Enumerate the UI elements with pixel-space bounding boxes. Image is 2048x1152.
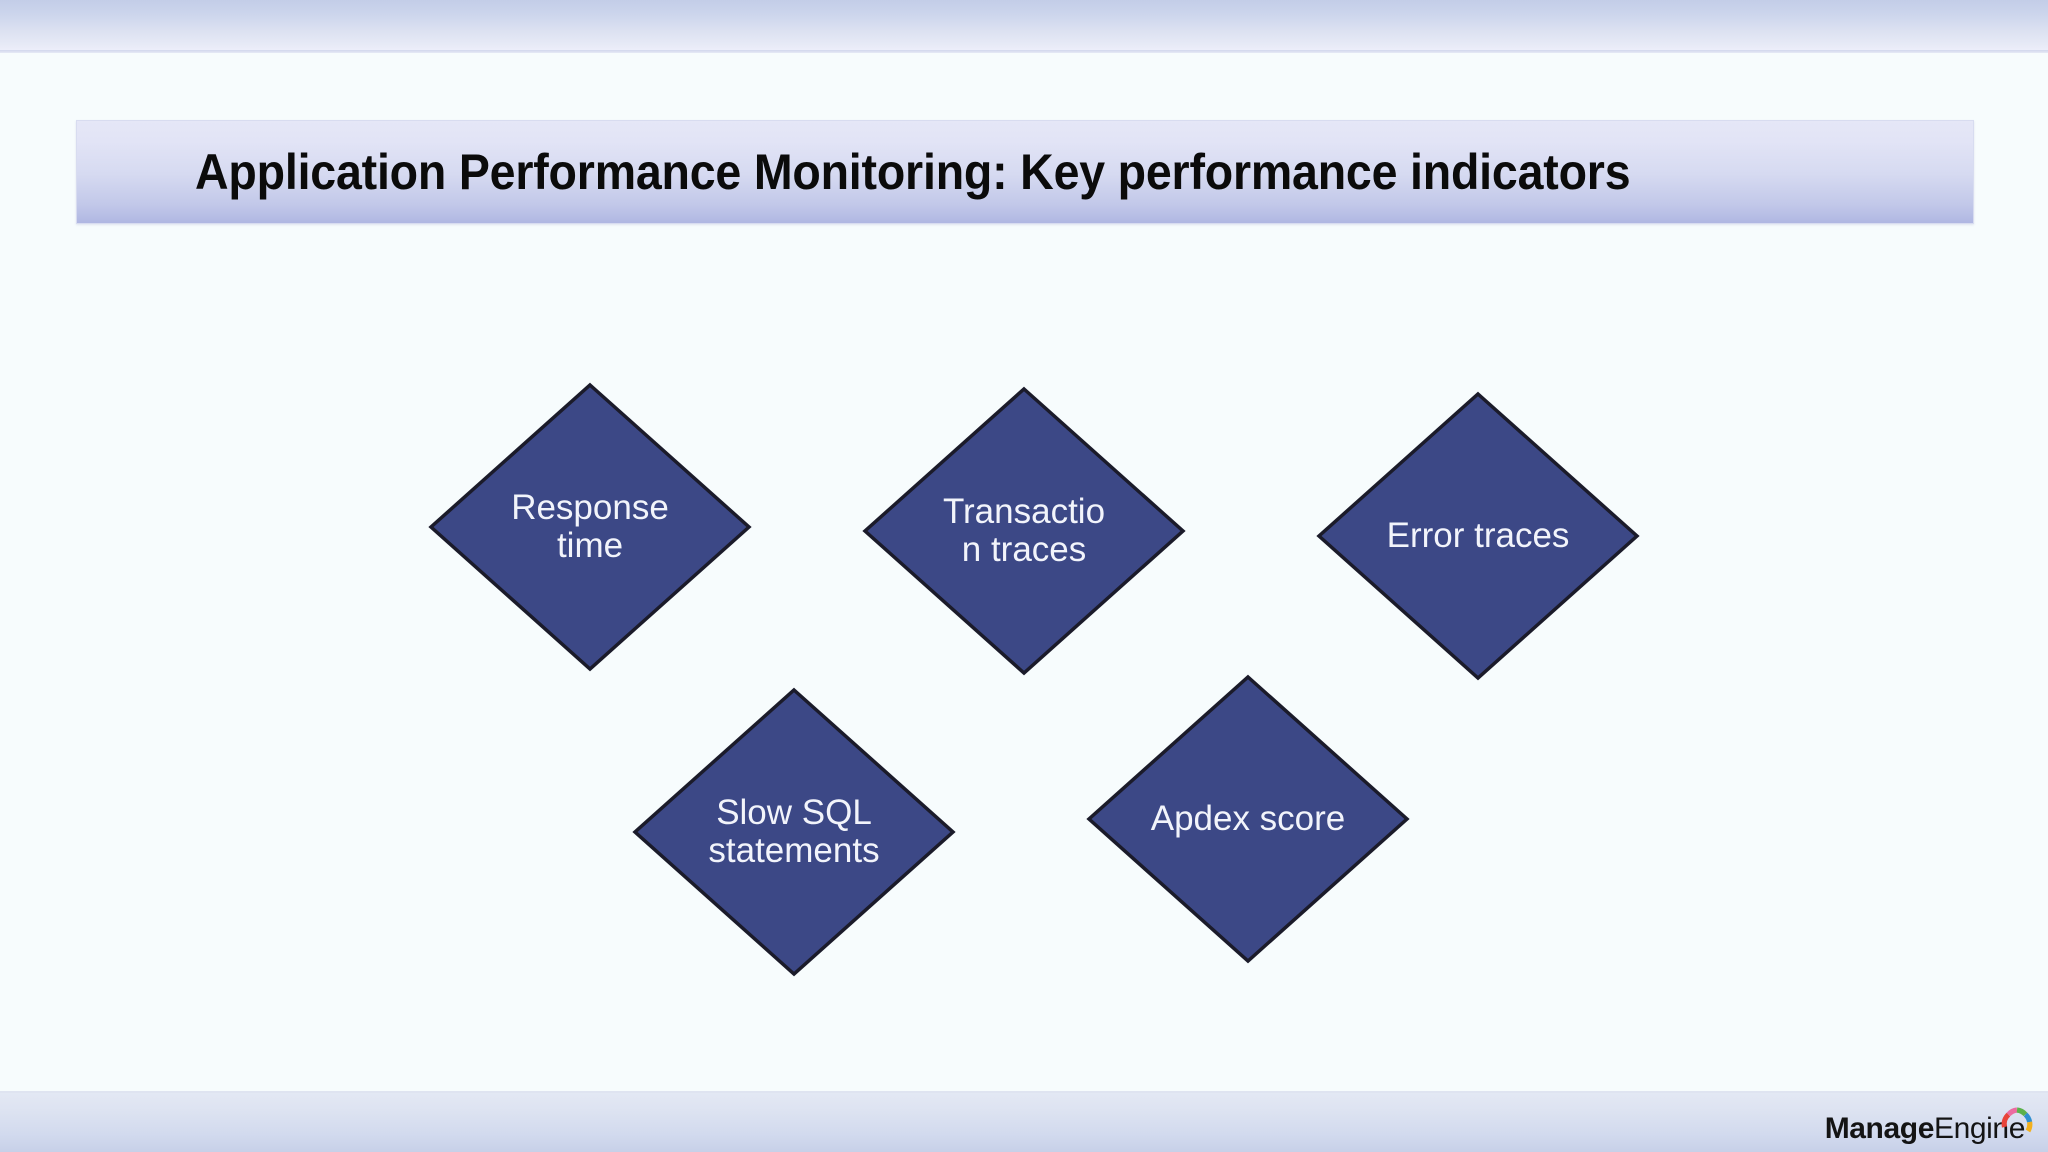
diamond-node-error-traces[interactable]: Error traces — [1316, 391, 1640, 681]
logo-swoosh-icon — [2001, 1107, 2033, 1133]
top-decorative-band — [0, 0, 2048, 50]
diamond-shape — [428, 382, 752, 672]
diamond-node-response-time[interactable]: Response time — [428, 382, 752, 672]
diamond-shape — [632, 687, 956, 977]
title-plate: Application Performance Monitoring: Key … — [76, 120, 1974, 224]
diamond-shape — [1086, 674, 1410, 964]
diamond-shape — [1316, 391, 1640, 681]
diamond-shape — [862, 386, 1186, 676]
manageengine-logo: ManageEngine — [1825, 1100, 2034, 1144]
logo-wordmark: ManageEngine — [1824, 1112, 2026, 1145]
logo-word-engine: Engine — [1933, 1112, 2025, 1145]
diamond-node-apdex-score[interactable]: Apdex score — [1086, 674, 1410, 964]
diamond-node-transaction-traces[interactable]: Transactio n traces — [862, 386, 1186, 676]
diamond-node-slow-sql-statements[interactable]: Slow SQL statements — [632, 687, 956, 977]
top-band-divider — [0, 50, 2048, 53]
bottom-decorative-band — [0, 1091, 2048, 1152]
page-title: Application Performance Monitoring: Key … — [195, 144, 1631, 200]
logo-word-manage: Manage — [1824, 1112, 1935, 1145]
